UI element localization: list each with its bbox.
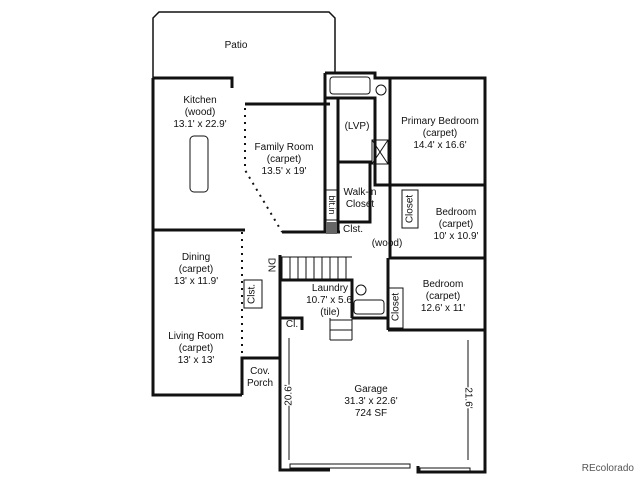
garage-area: 724 SF (354, 408, 388, 419)
exterior-wall-west (151, 78, 242, 397)
family-room-floor: (carpet) (266, 154, 302, 165)
laundry-label: Laundry 10.7' x 5.6' (tile) (306, 283, 354, 319)
garage-label: Garage 31.3' x 22.6' 724 SF (344, 384, 397, 420)
kitchen-size: 13.1' x 22.9' (173, 119, 227, 130)
kitchen-island (189, 135, 209, 193)
covered-porch-line1: Cov. (250, 366, 270, 377)
brand-watermark: REcolorado (581, 463, 634, 474)
dining-size: 13' x 11.9' (173, 276, 219, 287)
garage-size: 31.3' x 22.6' (344, 396, 398, 407)
living-room-name: Living Room (168, 331, 224, 342)
garage-door-2 (419, 467, 471, 473)
living-room-label: Living Room (carpet) 13' x 13' (168, 331, 224, 367)
family-room-size: 13.5' x 19' (261, 166, 307, 177)
laundry-name: Laundry (311, 283, 349, 294)
family-room-name: Family Room (254, 142, 314, 153)
closet-dining (243, 279, 263, 309)
covered-porch-line2: Porch (246, 378, 274, 389)
kitchen-label: Kitchen (wood) 13.1' x 22.9' (173, 95, 226, 131)
wall-bath-inner (325, 96, 390, 187)
walk-in-closet-label: Walk-in Closet (344, 187, 377, 211)
garage-dimension-right: 21.6' (462, 387, 474, 409)
bath-block (325, 71, 487, 330)
bedroom2-label: Bedroom (carpet) 10' x 10.9' (434, 207, 479, 243)
laundry-size: 10.7' x 5.6' (306, 295, 354, 306)
bedroom2-size: 10' x 10.9' (433, 231, 479, 242)
bedroom3-floor: (carpet) (425, 291, 461, 302)
built-in-label: blt.in (327, 195, 337, 215)
bedroom2-closet-label: Closet (404, 194, 416, 224)
primary-bath-label: (LVP) (344, 121, 370, 132)
bathtub-icon (329, 76, 371, 95)
closet-bed2 (401, 189, 419, 229)
toilet-icon (375, 84, 387, 96)
bedroom2-floor: (carpet) (438, 219, 474, 230)
covered-porch-label: Cov. Porch (247, 366, 273, 390)
laundry-tub-icon (353, 299, 385, 315)
patio-label: Patio (224, 40, 248, 51)
laundry-closet-label: Cl. (285, 319, 299, 330)
laundry-floor: (tile) (320, 307, 340, 318)
shower-icon (371, 139, 389, 165)
primary-bedroom-label: Primary Bedroom (carpet) 14.4' x 16.6' (401, 116, 479, 152)
closet-bed3 (388, 287, 404, 329)
stairs-treads (280, 256, 352, 280)
kitchen-north-wall (153, 76, 234, 88)
bedroom3-label: Bedroom (carpet) 12.6' x 11' (421, 279, 465, 315)
hall-closet-label: Clst. (343, 224, 363, 235)
wall-walkin (338, 160, 372, 224)
patio-outline (152, 11, 336, 78)
stairs-down-label: DN (265, 257, 277, 273)
porch-walls (240, 330, 282, 395)
primary-bedroom-name: Primary Bedroom (401, 116, 479, 127)
bedroom3-closet-label: Closet (390, 292, 402, 322)
builtin-cabinet (325, 189, 338, 221)
living-room-floor: (carpet) (178, 343, 214, 354)
column (326, 222, 337, 234)
bedroom3-name: Bedroom (422, 279, 464, 290)
garage-door-1 (289, 463, 411, 469)
primary-bedroom-floor: (carpet) (422, 128, 458, 139)
kitchen-floor: (wood) (184, 107, 216, 118)
shower-x (371, 139, 389, 165)
wall-bed2 (388, 185, 485, 260)
living-room-size: 13' x 13' (177, 355, 215, 366)
walk-in-closet-line2: Closet (345, 199, 375, 210)
hall-floor-label: (wood) (371, 238, 403, 249)
kitchen-name: Kitchen (183, 95, 217, 106)
wall-closet-laundry (280, 316, 304, 330)
dining-floor: (carpet) (178, 264, 214, 275)
garage-dimension-left: 20.6' (283, 384, 295, 406)
family-room-label: Family Room (carpet) 13.5' x 19' (255, 142, 314, 178)
bedroom3-size: 12.6' x 11' (420, 303, 466, 314)
dining-label: Dining (carpet) 13' x 11.9' (174, 252, 218, 288)
walk-in-closet-line1: Walk-in (343, 187, 377, 198)
dining-name: Dining (181, 252, 211, 263)
garage-steps (329, 318, 353, 341)
toilet2-icon (355, 284, 367, 296)
bedroom2-name: Bedroom (435, 207, 477, 218)
dining-closet-label: Clst. (246, 284, 258, 304)
garage-name: Garage (354, 384, 388, 395)
primary-bedroom-size: 14.4' x 16.6' (413, 140, 467, 151)
